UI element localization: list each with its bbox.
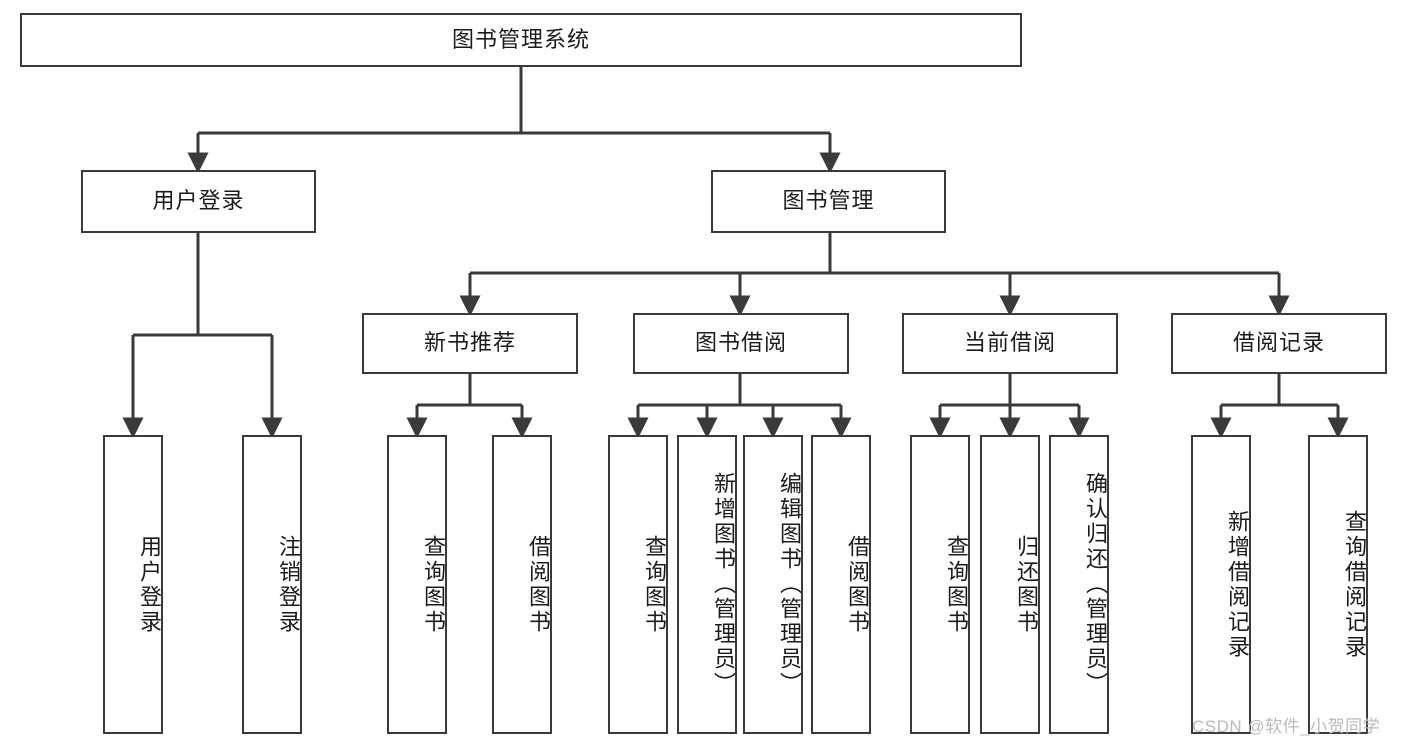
node-leaf-edit-book-label: 编辑图书（管理员） bbox=[777, 472, 802, 697]
node-leaf-query-record[interactable]: 查询借阅记录 bbox=[1308, 435, 1368, 734]
node-leaf-query-book-3[interactable]: 查询图书 bbox=[910, 435, 970, 734]
node-leaf-confirm-return[interactable]: 确认归还（管理员） bbox=[1049, 435, 1109, 734]
node-leaf-edit-book[interactable]: 编辑图书（管理员） bbox=[743, 435, 803, 734]
node-leaf-borrow-book-1-label: 借阅图书 bbox=[526, 534, 551, 635]
node-leaf-query-book-2-label: 查询图书 bbox=[642, 534, 667, 635]
node-leaf-borrow-book-2-label: 借阅图书 bbox=[845, 534, 870, 635]
node-leaf-add-book[interactable]: 新增图书（管理员） bbox=[677, 435, 737, 734]
node-leaf-borrow-book-2[interactable]: 借阅图书 bbox=[811, 435, 871, 734]
node-leaf-query-book-1[interactable]: 查询图书 bbox=[387, 435, 447, 734]
node-leaf-query-record-label: 查询借阅记录 bbox=[1342, 509, 1367, 660]
node-borrow-record[interactable]: 借阅记录 bbox=[1171, 313, 1387, 374]
node-leaf-query-book-1-label: 查询图书 bbox=[421, 534, 446, 635]
node-leaf-query-book-3-label: 查询图书 bbox=[944, 534, 969, 635]
node-borrow-record-label: 借阅记录 bbox=[1232, 330, 1325, 356]
node-book-manage-label: 图书管理 bbox=[782, 188, 875, 214]
node-leaf-return-book-label: 归还图书 bbox=[1014, 534, 1039, 635]
node-new-book-rec[interactable]: 新书推荐 bbox=[362, 313, 578, 374]
node-new-book-rec-label: 新书推荐 bbox=[423, 330, 516, 356]
node-root[interactable]: 图书管理系统 bbox=[20, 13, 1022, 67]
node-leaf-user-logout[interactable]: 注销登录 bbox=[242, 435, 302, 734]
node-book-borrow-label: 图书借阅 bbox=[694, 330, 787, 356]
node-leaf-borrow-book-1[interactable]: 借阅图书 bbox=[492, 435, 552, 734]
node-leaf-return-book[interactable]: 归还图书 bbox=[980, 435, 1040, 734]
node-leaf-add-record[interactable]: 新增借阅记录 bbox=[1191, 435, 1251, 734]
node-leaf-user-login-label: 用户登录 bbox=[137, 534, 162, 635]
node-root-label: 图书管理系统 bbox=[451, 26, 590, 52]
node-leaf-add-book-label: 新增图书（管理员） bbox=[711, 472, 736, 697]
node-user-login[interactable]: 用户登录 bbox=[81, 170, 316, 233]
node-book-manage[interactable]: 图书管理 bbox=[711, 170, 946, 233]
node-leaf-user-login[interactable]: 用户登录 bbox=[103, 435, 163, 734]
node-current-borrow[interactable]: 当前借阅 bbox=[902, 313, 1118, 374]
node-book-borrow[interactable]: 图书借阅 bbox=[633, 313, 849, 374]
node-current-borrow-label: 当前借阅 bbox=[963, 330, 1056, 356]
node-leaf-add-record-label: 新增借阅记录 bbox=[1225, 509, 1250, 660]
node-leaf-confirm-return-label: 确认归还（管理员） bbox=[1083, 472, 1108, 697]
node-leaf-query-book-2[interactable]: 查询图书 bbox=[608, 435, 668, 734]
csdn-watermark: CSDN @软件_小贺同学 bbox=[1192, 717, 1381, 736]
node-user-login-label: 用户登录 bbox=[152, 188, 245, 214]
node-leaf-user-logout-label: 注销登录 bbox=[276, 534, 301, 635]
